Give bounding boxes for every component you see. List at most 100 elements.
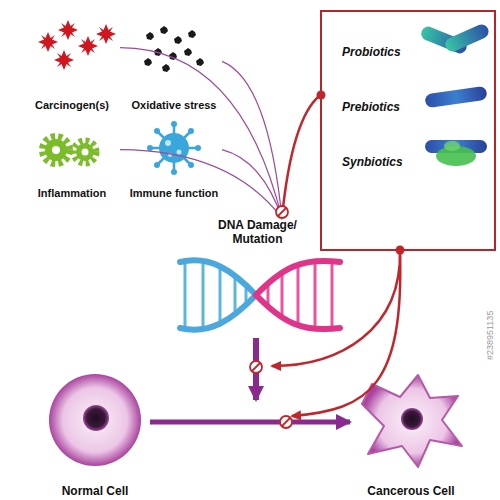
dna-helix	[180, 260, 256, 295]
oxidative-stress-icon	[144, 26, 204, 72]
dna-helix	[256, 261, 340, 329]
connector-dot	[317, 91, 326, 100]
immune-virus-icon	[165, 140, 182, 157]
dna-helix	[297, 266, 300, 324]
synbiotic-bacteria	[425, 140, 487, 166]
cancer-cell-shape	[362, 375, 462, 467]
oxidative-stress-icon	[162, 64, 170, 72]
oxidative-stress-icon	[144, 58, 152, 66]
immune-virus-icon	[168, 153, 172, 157]
oxidative-stress-icon	[169, 52, 177, 60]
carcinogen-icon	[96, 24, 116, 44]
carcinogen-icon	[38, 20, 116, 70]
connector-arrow	[222, 150, 282, 218]
prebiotic-bacteria	[424, 86, 487, 108]
dna-damage-node: DNA Damage/ Mutation	[175, 218, 340, 334]
red-inhibit-arrows	[292, 250, 400, 416]
dna-helix	[180, 260, 340, 329]
inflammation-gears	[76, 143, 94, 161]
inflammation-gears	[82, 149, 89, 156]
immune-virus-icon	[177, 150, 182, 155]
dna-helix	[234, 277, 237, 313]
synbiotic-bacteria	[425, 140, 487, 153]
cancer-cell-shape	[401, 408, 423, 430]
normal-cell-shape	[49, 374, 141, 466]
dna-helix	[180, 295, 256, 330]
carcinogen-icon	[78, 36, 98, 56]
node-label: Immune function	[130, 187, 219, 200]
node-label: DNA Damage/ Mutation	[206, 218, 310, 247]
immune-virus-icon	[165, 140, 171, 146]
carcinogen-icon	[38, 32, 58, 52]
item-label: Probiotics	[342, 45, 401, 59]
immune-virus-icon	[147, 121, 201, 175]
inhibition-symbol	[252, 363, 260, 371]
dna-helix	[202, 261, 205, 329]
normal-cell-node: Normal Cell	[40, 372, 150, 498]
oxidative-stress-icon	[174, 36, 182, 44]
oxidative-stress-icon	[160, 26, 168, 34]
oxidative-stress-icon	[196, 58, 204, 66]
node-label: Carcinogen(s)	[35, 99, 109, 112]
connector-arrow	[120, 150, 282, 218]
immune-virus-icon	[171, 169, 177, 175]
dna-down-arrow	[253, 338, 259, 400]
cancer-cell-node: Cancerous Cell	[350, 372, 472, 498]
item-label: Prebiotics	[342, 100, 400, 114]
factor-node: Inflammation	[24, 116, 120, 200]
dna-helix	[268, 262, 332, 328]
cancer-cell-shape	[362, 375, 462, 467]
connector-arrow	[120, 48, 282, 218]
probiotic-bacteria	[419, 25, 469, 56]
biotics-box: ProbioticsPrebioticsSynbiotics	[320, 10, 496, 251]
inflammation-gears	[43, 137, 96, 163]
inflammation-gears	[74, 141, 96, 163]
immune-virus-icon	[195, 145, 201, 151]
immune-virus-icon	[188, 128, 194, 134]
factor-node: Carcinogen(s)	[24, 20, 120, 112]
connector-arrow	[150, 420, 350, 425]
node-label: Normal Cell	[62, 484, 129, 498]
factor-node: Oxidative stress	[126, 20, 222, 112]
immune-virus-icon	[154, 128, 160, 134]
node-label: Oxidative stress	[132, 99, 217, 112]
prebiotic-bacteria	[424, 86, 487, 108]
normal-cell-shape	[83, 405, 109, 431]
probiotic-bacteria	[443, 22, 491, 53]
immune-virus-icon	[147, 121, 201, 175]
red-inhibit-arrows	[272, 250, 400, 416]
immune-virus-icon	[147, 145, 153, 151]
inhibition-symbol	[276, 206, 288, 218]
oxidative-stress-icon	[154, 48, 162, 56]
connector-arrow	[282, 95, 320, 218]
immune-virus-icon	[171, 121, 177, 127]
factor-node: Immune function	[126, 116, 222, 200]
inflammation-gears	[45, 139, 67, 161]
carcinogen-icon	[54, 50, 74, 70]
inflammation-gears	[43, 137, 69, 163]
dna-helix	[256, 261, 340, 295]
inhibition-symbol	[276, 206, 288, 218]
inhibition-symbol	[250, 361, 262, 373]
normal-cell-shape	[49, 374, 141, 466]
watermark-id: #238951135	[485, 311, 495, 360]
carcinogen-icon	[58, 20, 78, 40]
synbiotic-bacteria	[436, 146, 476, 166]
inhibition-symbol	[280, 416, 292, 428]
dna-helix	[314, 262, 317, 328]
immune-virus-icon	[188, 162, 194, 168]
immune-virus-icon	[154, 162, 160, 168]
synbiotic-bacteria	[444, 141, 460, 151]
dna-helix	[219, 267, 222, 323]
connector-dot	[317, 91, 405, 255]
dna-helix	[281, 275, 284, 315]
node-label: Inflammation	[38, 187, 106, 200]
inhibition-symbol	[282, 418, 290, 426]
oxidative-stress-icon	[184, 48, 192, 56]
connector-arrow	[222, 61, 282, 218]
oxidative-stress-icon	[188, 30, 196, 38]
node-label: Cancerous Cell	[367, 484, 454, 498]
dna-down-arrow	[256, 338, 257, 400]
item-label: Synbiotics	[342, 155, 403, 169]
